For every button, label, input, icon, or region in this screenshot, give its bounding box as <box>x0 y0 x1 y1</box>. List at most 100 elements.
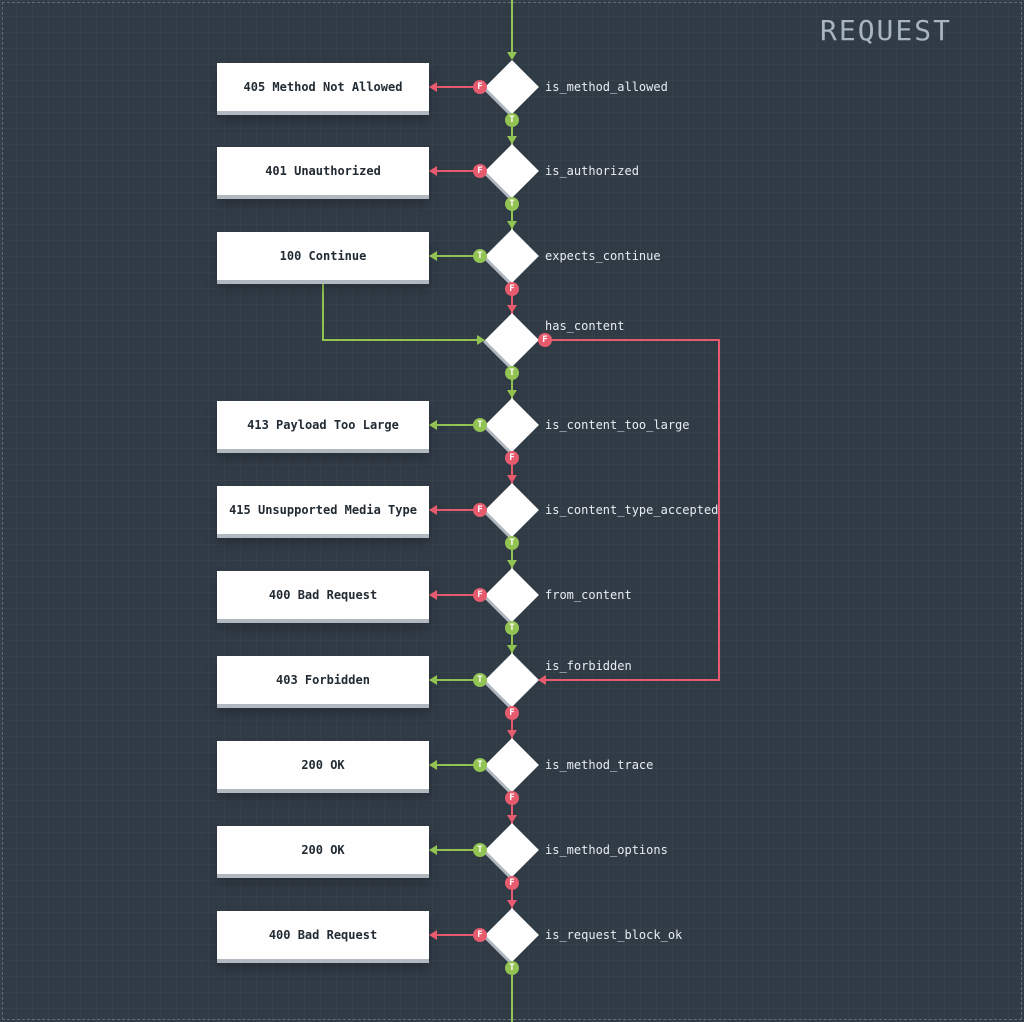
branch-line <box>546 679 720 681</box>
result-box-label: 100 Continue <box>279 249 367 263</box>
false-badge: F <box>473 588 487 602</box>
connector-line <box>511 791 513 824</box>
true-badge: T <box>505 197 519 211</box>
false-badge: F <box>505 451 519 465</box>
condition-label: is_request_block_ok <box>545 928 683 942</box>
condition-label: from_content <box>545 588 632 602</box>
false-badge: F <box>473 80 487 94</box>
branch-line <box>437 255 485 257</box>
condition-label: is_forbidden <box>545 659 632 673</box>
decision-diamond <box>485 738 539 792</box>
false-badge: F <box>505 791 519 805</box>
decision-diamond <box>485 398 539 452</box>
decision-diamond <box>485 229 539 283</box>
decision-diamond <box>485 144 539 198</box>
connector-line <box>511 282 513 314</box>
true-badge: T <box>505 113 519 127</box>
branch-line <box>437 934 485 936</box>
arrowhead-icon <box>507 221 517 229</box>
arrowhead-icon <box>429 590 437 600</box>
true-badge: T <box>473 418 487 432</box>
decision-diamond <box>485 908 539 962</box>
arrowhead-icon <box>429 82 437 92</box>
result-box: 100 Continue <box>217 232 429 280</box>
arrowhead-icon <box>507 900 517 908</box>
condition-label: is_method_options <box>545 843 668 857</box>
true-badge: T <box>473 843 487 857</box>
arrowhead-icon <box>507 136 517 144</box>
arrowhead-icon <box>507 52 517 60</box>
branch-line <box>437 170 485 172</box>
true-badge: T <box>473 673 487 687</box>
condition-label: is_content_too_large <box>545 418 690 432</box>
false-badge: F <box>473 164 487 178</box>
connector-line <box>511 621 513 654</box>
false-badge: F <box>505 282 519 296</box>
arrowhead-icon <box>429 166 437 176</box>
arrowhead-icon <box>429 251 437 261</box>
decision-diamond <box>485 568 539 622</box>
condition-label: has_content <box>545 319 625 333</box>
arrowhead-icon <box>507 815 517 823</box>
result-box: 405 Method Not Allowed <box>217 63 429 111</box>
false-badge: F <box>473 928 487 942</box>
result-box-label: 200 OK <box>301 843 345 857</box>
arrowhead-icon <box>429 420 437 430</box>
arrowhead-icon <box>507 730 517 738</box>
arrowhead-icon <box>507 645 517 653</box>
false-badge: F <box>538 333 552 347</box>
result-box: 415 Unsupported Media Type <box>217 486 429 534</box>
branch-line <box>550 339 720 341</box>
decision-diamond <box>485 313 539 367</box>
result-box-label: 415 Unsupported Media Type <box>229 503 417 517</box>
branch-line <box>437 509 485 511</box>
result-box-label: 200 OK <box>301 758 345 772</box>
result-box: 413 Payload Too Large <box>217 401 429 449</box>
true-badge: T <box>505 536 519 550</box>
arrowhead-icon <box>507 390 517 398</box>
result-box-label: 403 Forbidden <box>276 673 370 687</box>
branch-line <box>322 282 324 341</box>
decision-diamond <box>485 823 539 877</box>
result-box-label: 400 Bad Request <box>268 928 378 942</box>
false-badge: F <box>505 876 519 890</box>
connector-line <box>511 536 513 569</box>
arrowhead-icon <box>507 475 517 483</box>
result-box: 200 OK <box>217 826 429 874</box>
diagram-title: REQUEST <box>819 14 952 47</box>
result-box-label: 400 Bad Request <box>268 588 378 602</box>
condition-label: expects_continue <box>545 249 661 263</box>
decision-diamond <box>485 653 539 707</box>
branch-line <box>437 679 485 681</box>
result-box: 200 OK <box>217 741 429 789</box>
condition-label: is_method_trace <box>545 758 654 772</box>
true-badge: T <box>473 249 487 263</box>
connector-line <box>511 706 513 739</box>
result-box-label: 405 Method Not Allowed <box>243 80 403 94</box>
result-box: 403 Forbidden <box>217 656 429 704</box>
branch-line <box>437 594 485 596</box>
connector-line <box>511 366 513 399</box>
true-badge: T <box>505 621 519 635</box>
decision-diamond <box>485 60 539 114</box>
branch-line <box>437 849 485 851</box>
entry-line <box>511 0 513 52</box>
arrowhead-icon <box>429 675 437 685</box>
connector-line <box>511 451 513 484</box>
branch-line <box>718 339 720 681</box>
arrowhead-icon <box>429 505 437 515</box>
result-box-label: 401 Unauthorized <box>265 164 381 178</box>
arrowhead-icon <box>507 560 517 568</box>
connector-line <box>511 197 513 230</box>
arrowhead-icon <box>538 675 546 685</box>
decision-diamond <box>485 483 539 537</box>
branch-line <box>437 86 485 88</box>
condition-label: is_method_allowed <box>545 80 668 94</box>
result-box: 401 Unauthorized <box>217 147 429 195</box>
false-badge: F <box>505 706 519 720</box>
result-box: 400 Bad Request <box>217 911 429 959</box>
true-badge: T <box>473 758 487 772</box>
condition-label: is_authorized <box>545 164 639 178</box>
result-box: 400 Bad Request <box>217 571 429 619</box>
arrowhead-icon <box>429 845 437 855</box>
